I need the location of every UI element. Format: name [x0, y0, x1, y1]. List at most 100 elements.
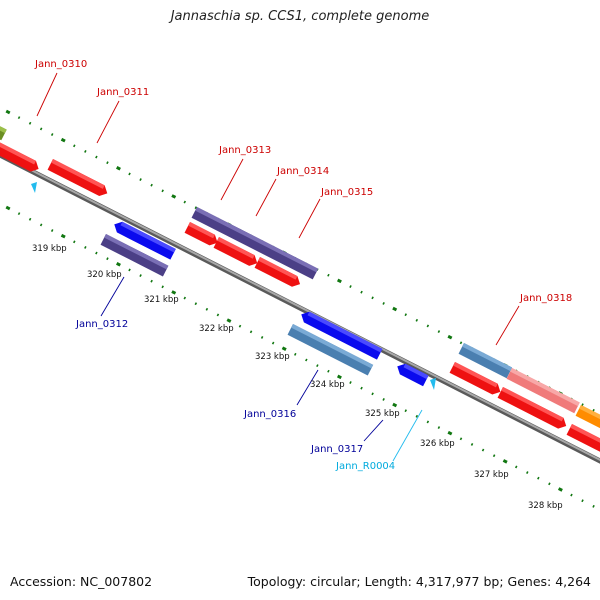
gene-red-cluster-1[interactable] — [449, 362, 504, 397]
track-dot — [447, 430, 453, 436]
label-jann-0312[interactable]: Jann_0312 — [75, 319, 128, 330]
track-dot — [17, 212, 21, 216]
track-dot — [581, 499, 584, 503]
gene-jann-0318[interactable] — [458, 343, 513, 379]
gene-partial-olive[interactable] — [0, 116, 7, 141]
track-dot — [116, 166, 121, 171]
track-dot — [39, 127, 43, 131]
track-dot — [183, 296, 187, 300]
tick-label: 323 kbp — [255, 352, 290, 362]
tick-label: 326 kbp — [420, 439, 455, 449]
gene-red-after-0315[interactable] — [254, 257, 303, 289]
track-dot — [349, 381, 352, 384]
label-jann-0316[interactable]: Jann_0316 — [243, 409, 296, 420]
label-jann-r0004[interactable]: Jann_R0004 — [335, 461, 395, 472]
track-dot — [95, 155, 98, 159]
gene-jann-0311[interactable] — [47, 159, 110, 199]
track-dot — [459, 341, 463, 345]
gene-blue-0312a[interactable] — [112, 219, 176, 260]
track-dot — [60, 233, 66, 239]
track-dot — [294, 352, 297, 356]
track-dot — [426, 420, 430, 424]
gene-pink[interactable] — [506, 368, 580, 414]
track-dot — [139, 274, 142, 277]
reverse-genes — [31, 182, 436, 390]
track-dot — [392, 402, 398, 408]
tick-label: 322 kbp — [199, 324, 234, 334]
track-dot — [382, 397, 385, 401]
track-dot — [73, 144, 76, 148]
gene-jann-0315[interactable] — [213, 237, 260, 269]
track-dot — [437, 330, 441, 333]
track-dot — [382, 301, 385, 305]
track-dot — [84, 245, 87, 249]
track-dot — [194, 206, 198, 210]
track-dot — [371, 392, 374, 396]
reverse-dot-track — [5, 205, 595, 508]
label-jann-0317[interactable]: Jann_0317 — [310, 444, 363, 455]
track-dot — [404, 409, 408, 413]
tick-labels: 319 kbp 320 kbp 321 kbp 322 kbp 323 kbp … — [32, 244, 563, 511]
tick-label: 327 kbp — [474, 470, 509, 480]
label-jann-0318[interactable]: Jann_0318 — [519, 293, 572, 304]
track-dot — [171, 194, 177, 199]
label-jann-0314[interactable]: Jann_0314 — [276, 166, 329, 177]
track-dot — [260, 336, 264, 339]
track-dot — [514, 465, 518, 469]
gene-jann-0310[interactable] — [0, 140, 41, 174]
track-dot — [470, 443, 474, 446]
accession-text: Accession: NC_007802 — [10, 574, 153, 589]
track-dot — [60, 137, 66, 143]
track-dot — [548, 482, 551, 486]
track-dot — [360, 290, 363, 294]
tick-label: 324 kbp — [310, 380, 345, 390]
track-dot — [139, 178, 142, 181]
gene-blue-0316a[interactable] — [299, 309, 383, 360]
track-dot — [336, 278, 342, 284]
gene-jann-0313[interactable] — [191, 207, 319, 280]
track-dot — [50, 133, 54, 136]
leader-lines — [36, 72, 520, 462]
gene-jann-0316[interactable] — [287, 324, 374, 376]
track-dot — [502, 459, 508, 464]
track-dot — [106, 257, 109, 261]
track-dot — [161, 189, 164, 193]
genome-backbone — [0, 152, 600, 464]
track-dot — [150, 183, 153, 187]
track-dot — [150, 279, 153, 283]
gene-jann-0312[interactable] — [100, 234, 169, 277]
gene-jann-0317[interactable] — [395, 361, 429, 387]
track-dot — [437, 426, 441, 429]
track-dot — [371, 296, 374, 300]
track-dot — [557, 487, 563, 492]
track-dot — [73, 240, 76, 244]
topology-summary: Topology: circular; Length: 4,317,977 bp… — [247, 574, 591, 589]
track-dot — [392, 306, 398, 312]
gene-red-cluster-3[interactable] — [566, 424, 600, 453]
track-dot — [349, 285, 352, 288]
rna-marker-left[interactable] — [31, 182, 37, 193]
track-dot — [5, 109, 11, 115]
track-dot — [249, 330, 253, 334]
track-dot — [161, 285, 164, 289]
label-jann-0310[interactable]: Jann_0310 — [34, 59, 87, 70]
gene-orange-partial[interactable] — [575, 405, 600, 430]
track-dot — [28, 217, 32, 221]
gene-jann-0314[interactable] — [184, 222, 221, 248]
track-dot — [5, 205, 11, 211]
gene-red-cluster-2[interactable] — [497, 387, 569, 431]
tick-label: 325 kbp — [365, 409, 400, 419]
rna-marker-jann-r0004[interactable] — [430, 378, 436, 390]
label-jann-0313[interactable]: Jann_0313 — [218, 145, 271, 156]
track-dot — [216, 313, 220, 317]
track-dot — [128, 172, 131, 176]
tick-label: 320 kbp — [87, 270, 122, 280]
label-jann-0315[interactable]: Jann_0315 — [320, 187, 373, 198]
track-dot — [17, 116, 21, 120]
track-dot — [327, 273, 330, 277]
track-dot — [360, 386, 363, 390]
gene-labels: Jann_0310 Jann_0311 Jann_0313 Jann_0314 … — [34, 59, 572, 472]
label-jann-0311[interactable]: Jann_0311 — [96, 87, 149, 98]
map-title: Jannaschia sp. CCS1, complete genome — [170, 9, 430, 24]
